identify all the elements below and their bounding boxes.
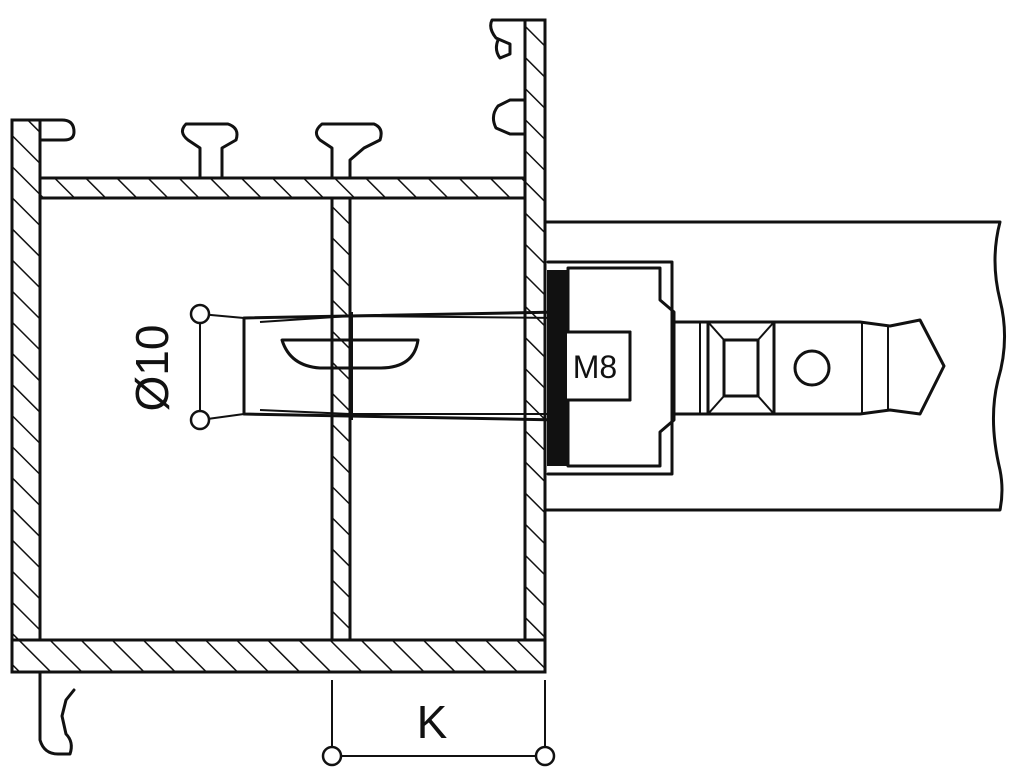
bit-hole	[793, 349, 831, 387]
dim-dia-dot-top	[189, 303, 211, 325]
bit-diag-2	[757, 321, 775, 341]
driver-bit	[672, 318, 946, 416]
gasket-strip	[547, 270, 567, 466]
thread-label: M8	[573, 349, 617, 385]
right-slot-lip-bottom	[491, 98, 527, 136]
bit-square-inner	[722, 338, 760, 398]
top-slot-lip-3	[315, 122, 383, 180]
profile-chamber-left	[38, 196, 334, 642]
connector-housing-outer	[546, 260, 674, 476]
profile-top-wall	[38, 176, 547, 200]
dim-dia-dot-bottom	[189, 409, 211, 431]
k-label: K	[417, 696, 448, 748]
top-slot-lip-1	[10, 118, 76, 142]
dim-k-dot-left	[321, 745, 343, 767]
anchor-assembly	[242, 260, 946, 476]
bit-diag-4	[757, 395, 775, 415]
dimension-thread: M8	[573, 349, 617, 385]
bottom-slot-lip	[38, 670, 76, 756]
dimension-k: K	[321, 680, 556, 767]
profile-middle-web	[330, 196, 352, 642]
anchor-sleeve	[242, 310, 562, 422]
attached-bar-outline	[543, 220, 1006, 512]
profile-bottom-wall	[10, 638, 547, 674]
sleeve-top-edge	[259, 314, 561, 323]
diameter-label: Ø10	[126, 325, 178, 412]
bit-square-outer	[706, 320, 776, 416]
bit-diag-1	[707, 321, 725, 341]
expansion-wedge	[280, 338, 420, 370]
dim-k-dot-right	[534, 745, 556, 767]
profile-left-wall	[10, 118, 42, 642]
aluminium-profile	[10, 18, 547, 756]
attached-bar	[543, 220, 1006, 512]
sleeve-bottom-edge	[259, 409, 560, 415]
connector-housing	[566, 266, 676, 468]
dimension-diameter: Ø10	[126, 303, 245, 431]
right-slot-lip-top	[489, 18, 527, 60]
profile-right-wall	[523, 18, 547, 642]
bit-diag-3	[707, 395, 725, 415]
top-slot-lip-2	[181, 122, 239, 180]
